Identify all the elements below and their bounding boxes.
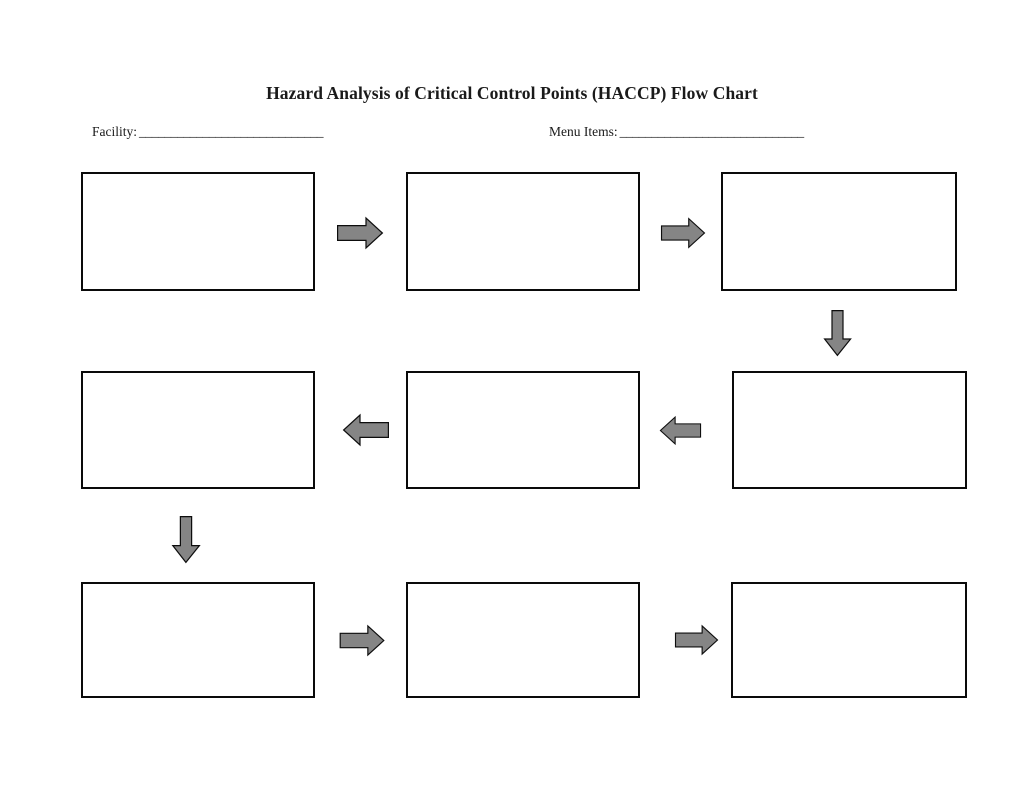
flow-box-step-6[interactable] — [81, 371, 315, 489]
arrow-left-icon-step5-step6 — [341, 411, 391, 449]
arrow-right-icon-step8-step9 — [674, 622, 719, 658]
facility-input-blank[interactable]: _____________________________ — [139, 124, 324, 139]
arrow-down-icon-step6-step7 — [171, 515, 201, 564]
facility-label: Facility: — [92, 124, 137, 139]
arrow-down-icon-step3-step4 — [823, 309, 852, 357]
arrow-left-icon-step4-step5 — [659, 413, 702, 448]
menu-items-label: Menu Items: — [549, 124, 618, 139]
menu-items-input-blank[interactable]: _____________________________ — [619, 124, 805, 139]
facility-field[interactable]: Facility:_____________________________ — [92, 124, 324, 140]
flow-box-step-1[interactable] — [81, 172, 315, 291]
flow-box-step-7[interactable] — [81, 582, 315, 698]
flow-box-step-2[interactable] — [406, 172, 640, 291]
flow-box-step-8[interactable] — [406, 582, 640, 698]
flow-box-step-9[interactable] — [731, 582, 967, 698]
flow-box-step-5[interactable] — [406, 371, 640, 489]
arrow-right-icon-step1-step2 — [336, 214, 384, 252]
flow-box-step-3[interactable] — [721, 172, 957, 291]
arrow-right-icon-step7-step8 — [338, 622, 386, 659]
menu-items-field[interactable]: Menu Items:_____________________________ — [549, 124, 804, 140]
arrow-right-icon-step2-step3 — [660, 214, 706, 252]
flow-box-step-4[interactable] — [732, 371, 967, 489]
page-title: Hazard Analysis of Critical Control Poin… — [266, 83, 758, 103]
